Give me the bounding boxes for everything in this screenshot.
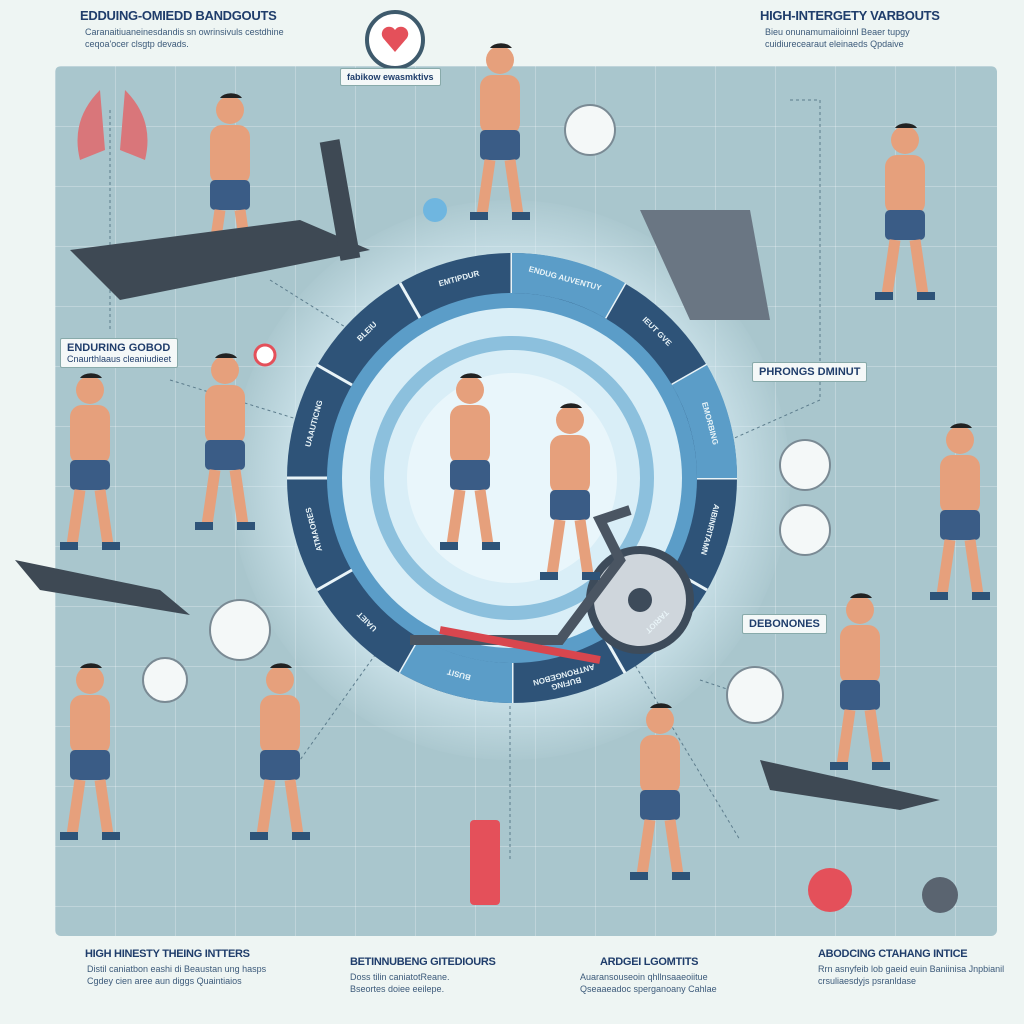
athlete-figure: [60, 373, 120, 550]
bottom-3-desc: Auaransouseoin qhllnsaaeoiitue Qseaaeado…: [580, 972, 717, 994]
bottom-1-title: HIGH HINESTY THEING INTTERS: [85, 948, 250, 960]
athlete-figure: [60, 663, 120, 840]
athlete-figure: [540, 403, 600, 580]
athlete-figure: [630, 703, 690, 880]
athlete-figure: [830, 593, 890, 770]
bottom-4-title: ABODCING CTAHANG INTICE: [818, 948, 968, 960]
left-tag-title: ENDURING GOBOD: [67, 342, 171, 354]
top-left-desc: Caranaitiuaneinesdandis sn owrinsivuls c…: [85, 27, 284, 49]
bottom-2-title: BETINNUBENG GITEDIOURS: [350, 956, 496, 968]
bottom-1-desc: Distil caniatbon eashi di Beaustan ung h…: [87, 964, 267, 986]
center-exercise-bike: [410, 505, 694, 664]
icon-badges: [77, 10, 958, 913]
athlete-figure: [875, 123, 935, 300]
lower-right-tag: DEBONONES: [742, 614, 827, 634]
top-right-desc: Bieu onunamumaiioinnl Beaer tupgy cuidiu…: [765, 27, 910, 49]
top-left-title: EDDUING-OMIEDD BANDGOUTS: [80, 8, 277, 23]
heart-tag: fabikow ewasmktivs: [340, 68, 441, 86]
bottom-3-title: ARDGEI LGOMTITS: [600, 956, 699, 968]
athlete-figure: [470, 43, 530, 220]
bottom-2-desc: Doss tilin caniatotReane. Bseortes doiee…: [350, 972, 450, 994]
top-right-title: HIGH-INTERGETY VARBOUTS: [760, 8, 940, 23]
athlete-figure: [195, 353, 255, 530]
right-tag: PHRONGS DMINUT: [752, 362, 868, 382]
treadmills: [15, 139, 940, 810]
left-tag: ENDURING GOBOD Cnaurthlaaus cleaniudieet: [60, 338, 179, 368]
athlete-figure: [440, 373, 500, 550]
athlete-figures: [60, 43, 990, 880]
athlete-figure: [250, 663, 310, 840]
bottom-4-desc: Rrn asnyfeib lob gaeid euin Baniinisa Jn…: [818, 964, 1005, 986]
left-tag-desc: Cnaurthlaaus cleaniudieet: [67, 354, 172, 364]
athlete-figure: [930, 423, 990, 600]
